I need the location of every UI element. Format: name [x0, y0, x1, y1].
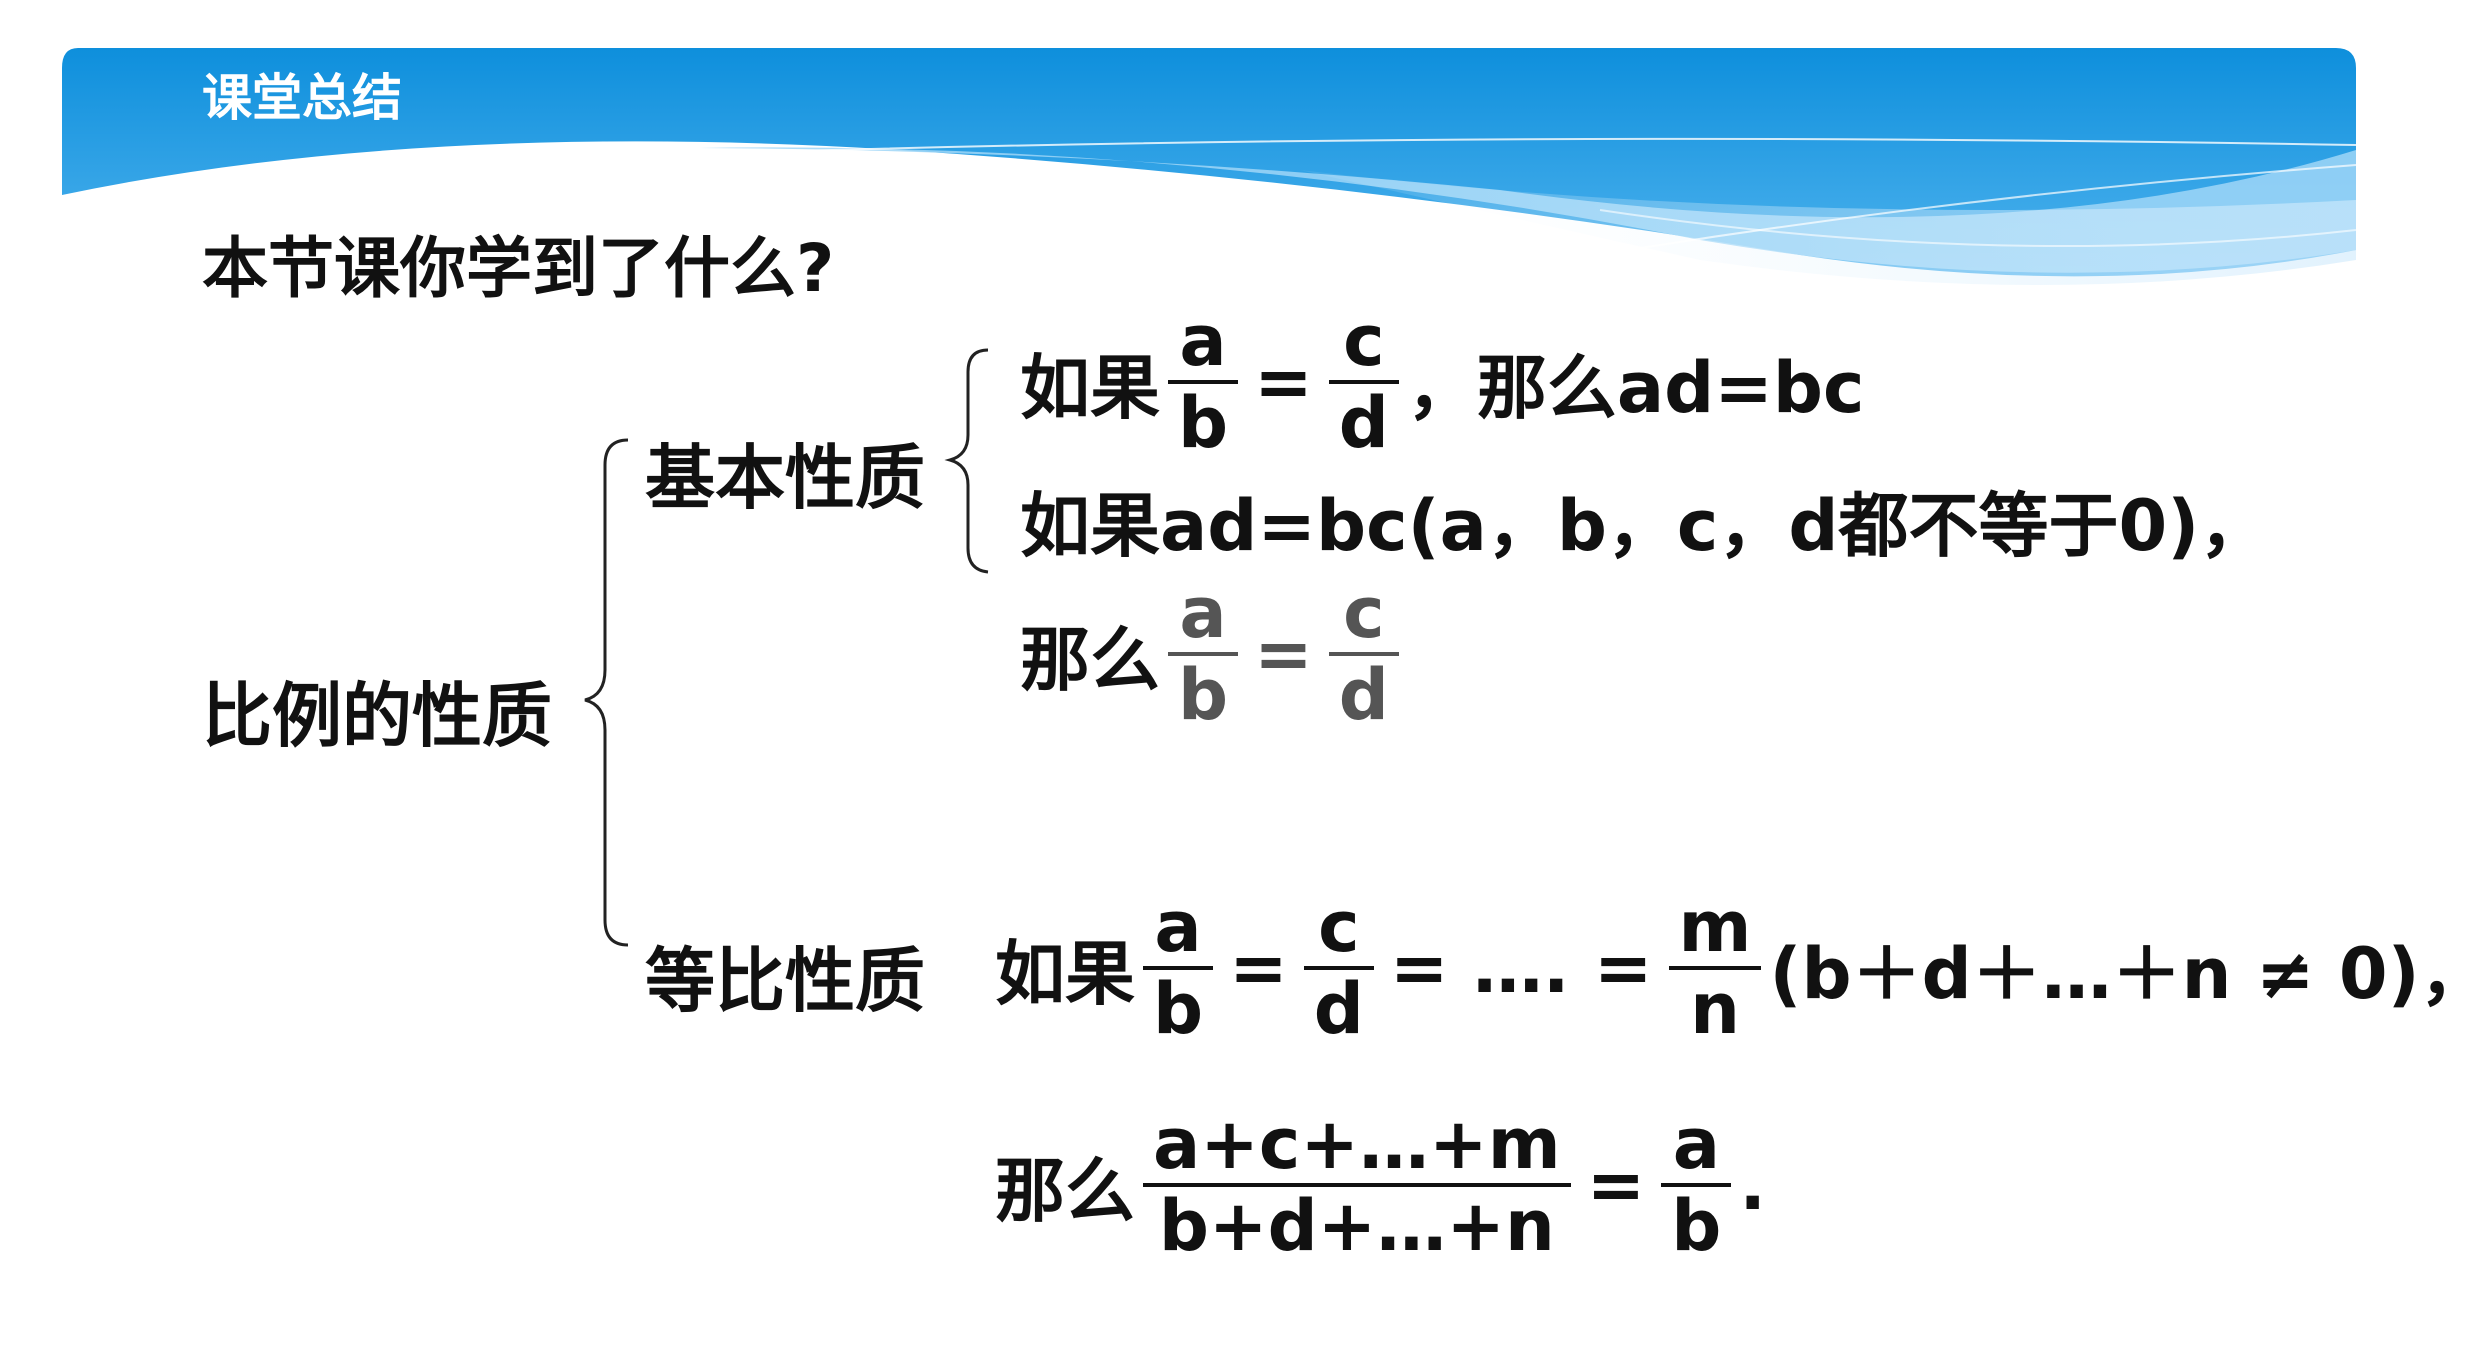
root-label: 比例的性质 [202, 675, 552, 757]
banner-line-3 [1599, 209, 2357, 247]
fraction-c-over-d: c d [1328, 300, 1399, 464]
period: . [1739, 1144, 1766, 1226]
fraction-a-over-b: a b [1143, 886, 1214, 1050]
fraction-bar [1168, 380, 1239, 384]
basic-line-3-prefix: 那么 [1020, 618, 1160, 701]
numerator: a [1179, 572, 1227, 654]
basic-line-3: 那么 a b = c d [1020, 574, 1407, 734]
denominator: d [1313, 968, 1364, 1050]
banner-line-2 [1479, 164, 2357, 276]
equals-sign: = [1254, 613, 1313, 695]
fraction-bar [1668, 966, 1762, 970]
fraction-a-over-b: a b [1661, 1103, 1732, 1267]
ratio-condition: (b＋d＋…＋n ≠ 0)， [1769, 932, 2490, 1015]
denominator: b [1178, 654, 1229, 736]
basic-property-label: 基本性质 [645, 437, 925, 519]
fraction-c-over-d: c d [1328, 572, 1399, 736]
numerator: c [1343, 300, 1385, 382]
numerator: c [1318, 886, 1360, 968]
root-brace [584, 438, 629, 947]
ellipsis-equals: = …. = [1389, 927, 1653, 1009]
basic-line-1-suffix: ，那么ad=bc [1406, 346, 1865, 429]
fraction-bar [1143, 1183, 1571, 1187]
numerator: c [1343, 572, 1385, 654]
ratio-line-2: 那么 a+c+…+m b+d+…+n = a b . [995, 1105, 1766, 1265]
numerator: a [1672, 1103, 1720, 1185]
equals-sign: = [1586, 1144, 1646, 1226]
denominator: b [1671, 1185, 1722, 1267]
question-heading: 本节课你学到了什么? [202, 230, 835, 307]
equals-sign: = [1229, 927, 1288, 1009]
ratio-line-1: 如果 a b = c d = …. = m n (b＋d＋…＋n ≠ 0)， [995, 888, 2490, 1048]
numerator: m [1678, 886, 1752, 968]
basic-line-2: 如果ad=bc(a，b，c，d都不等于0)， [1020, 485, 2270, 567]
fraction-sum-over-sum: a+c+…+m b+d+…+n [1143, 1105, 1571, 1265]
ratio-line-2-prefix: 那么 [995, 1149, 1135, 1232]
banner-wave-highlight [1300, 170, 2356, 285]
fraction-a-over-b: a b [1168, 572, 1239, 736]
basic-line-1: 如果 a b = c d ，那么ad=bc [1020, 302, 1864, 462]
ratio-line-1-prefix: 如果 [995, 932, 1135, 1015]
denominator: b+d+…+n [1158, 1185, 1555, 1267]
denominator: d [1338, 654, 1389, 736]
denominator: n [1690, 968, 1740, 1050]
fraction-bar [1328, 652, 1399, 656]
fraction-bar [1168, 652, 1239, 656]
fraction-a-over-b: a b [1168, 300, 1239, 464]
numerator: a [1179, 300, 1227, 382]
ratio-property-label: 等比性质 [645, 940, 925, 1022]
basic-line-1-prefix: 如果 [1020, 346, 1160, 429]
denominator: b [1153, 968, 1204, 1050]
denominator: d [1338, 382, 1389, 464]
denominator: b [1178, 382, 1229, 464]
basic-brace [944, 348, 989, 574]
equals-sign: = [1254, 341, 1313, 423]
slide: 课堂总结 本节课你学到了什么? 比例的性质 基本性质 等比性质 如果 a b =… [62, 48, 2490, 1265]
fraction-bar [1661, 1183, 1732, 1187]
header-banner [62, 48, 2357, 285]
header-title: 课堂总结 [202, 69, 402, 127]
numerator: a+c+…+m [1153, 1103, 1561, 1185]
numerator: a [1154, 886, 1202, 968]
fraction-bar [1143, 966, 1214, 970]
fraction-bar [1303, 966, 1374, 970]
fraction-bar [1328, 380, 1399, 384]
fraction-m-over-n: m n [1668, 886, 1762, 1050]
banner-line-1 [759, 137, 2357, 153]
fraction-c-over-d: c d [1303, 886, 1374, 1050]
